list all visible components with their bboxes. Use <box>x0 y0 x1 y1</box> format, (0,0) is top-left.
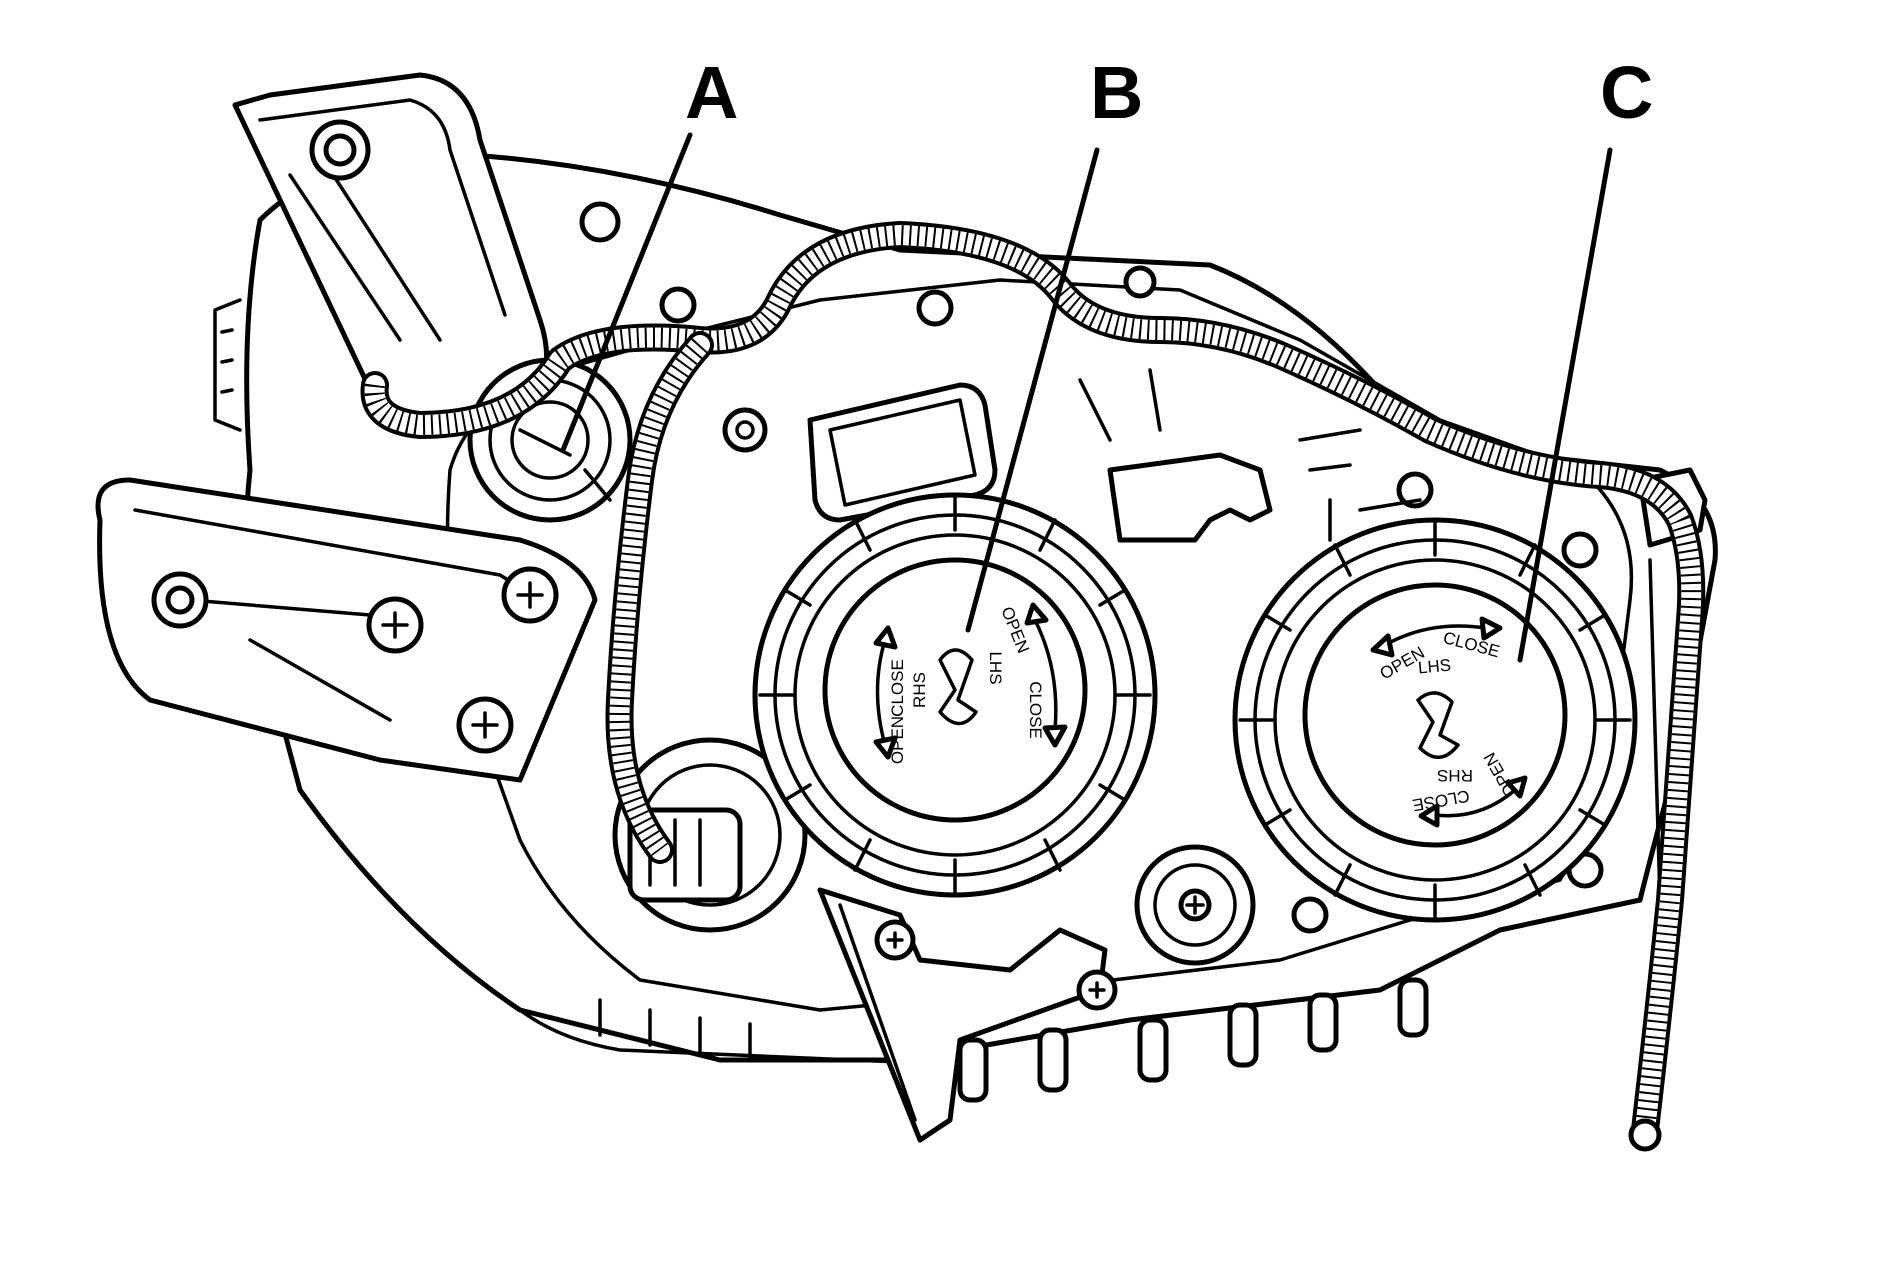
cap-c-lhs: LHS <box>1417 656 1452 678</box>
callout-leaders <box>560 132 1613 663</box>
upper-window <box>807 382 998 523</box>
callout-label-a: A <box>685 51 738 134</box>
housing-upper-right-features <box>1078 368 1422 543</box>
cap-b-lhs: LHS <box>986 651 1005 684</box>
cap-b-close-right: CLOSE <box>1026 681 1045 739</box>
housing-mounting-holes <box>579 201 1604 934</box>
cap-b-close-left: CLOSE <box>888 659 907 717</box>
leader-line-a <box>560 132 693 453</box>
lower-adjuster-bracket <box>817 887 1118 1143</box>
low-beam-cap-b <box>752 492 1158 898</box>
callout-label-b: B <box>1090 51 1143 134</box>
leader-line-b <box>965 147 1100 633</box>
lower-mounting-bracket <box>95 477 598 783</box>
cap-b-open-left: OPEN <box>888 716 907 764</box>
leader-line-c <box>1517 147 1613 663</box>
cap-b-rhs: RHS <box>910 672 929 708</box>
callout-label-c: C <box>1600 51 1653 134</box>
high-beam-cap-c <box>1232 517 1638 923</box>
center-lower-socket <box>1134 844 1256 966</box>
cap-c-rhs: RHS <box>1437 766 1473 785</box>
wiring-harness <box>360 221 1706 1152</box>
